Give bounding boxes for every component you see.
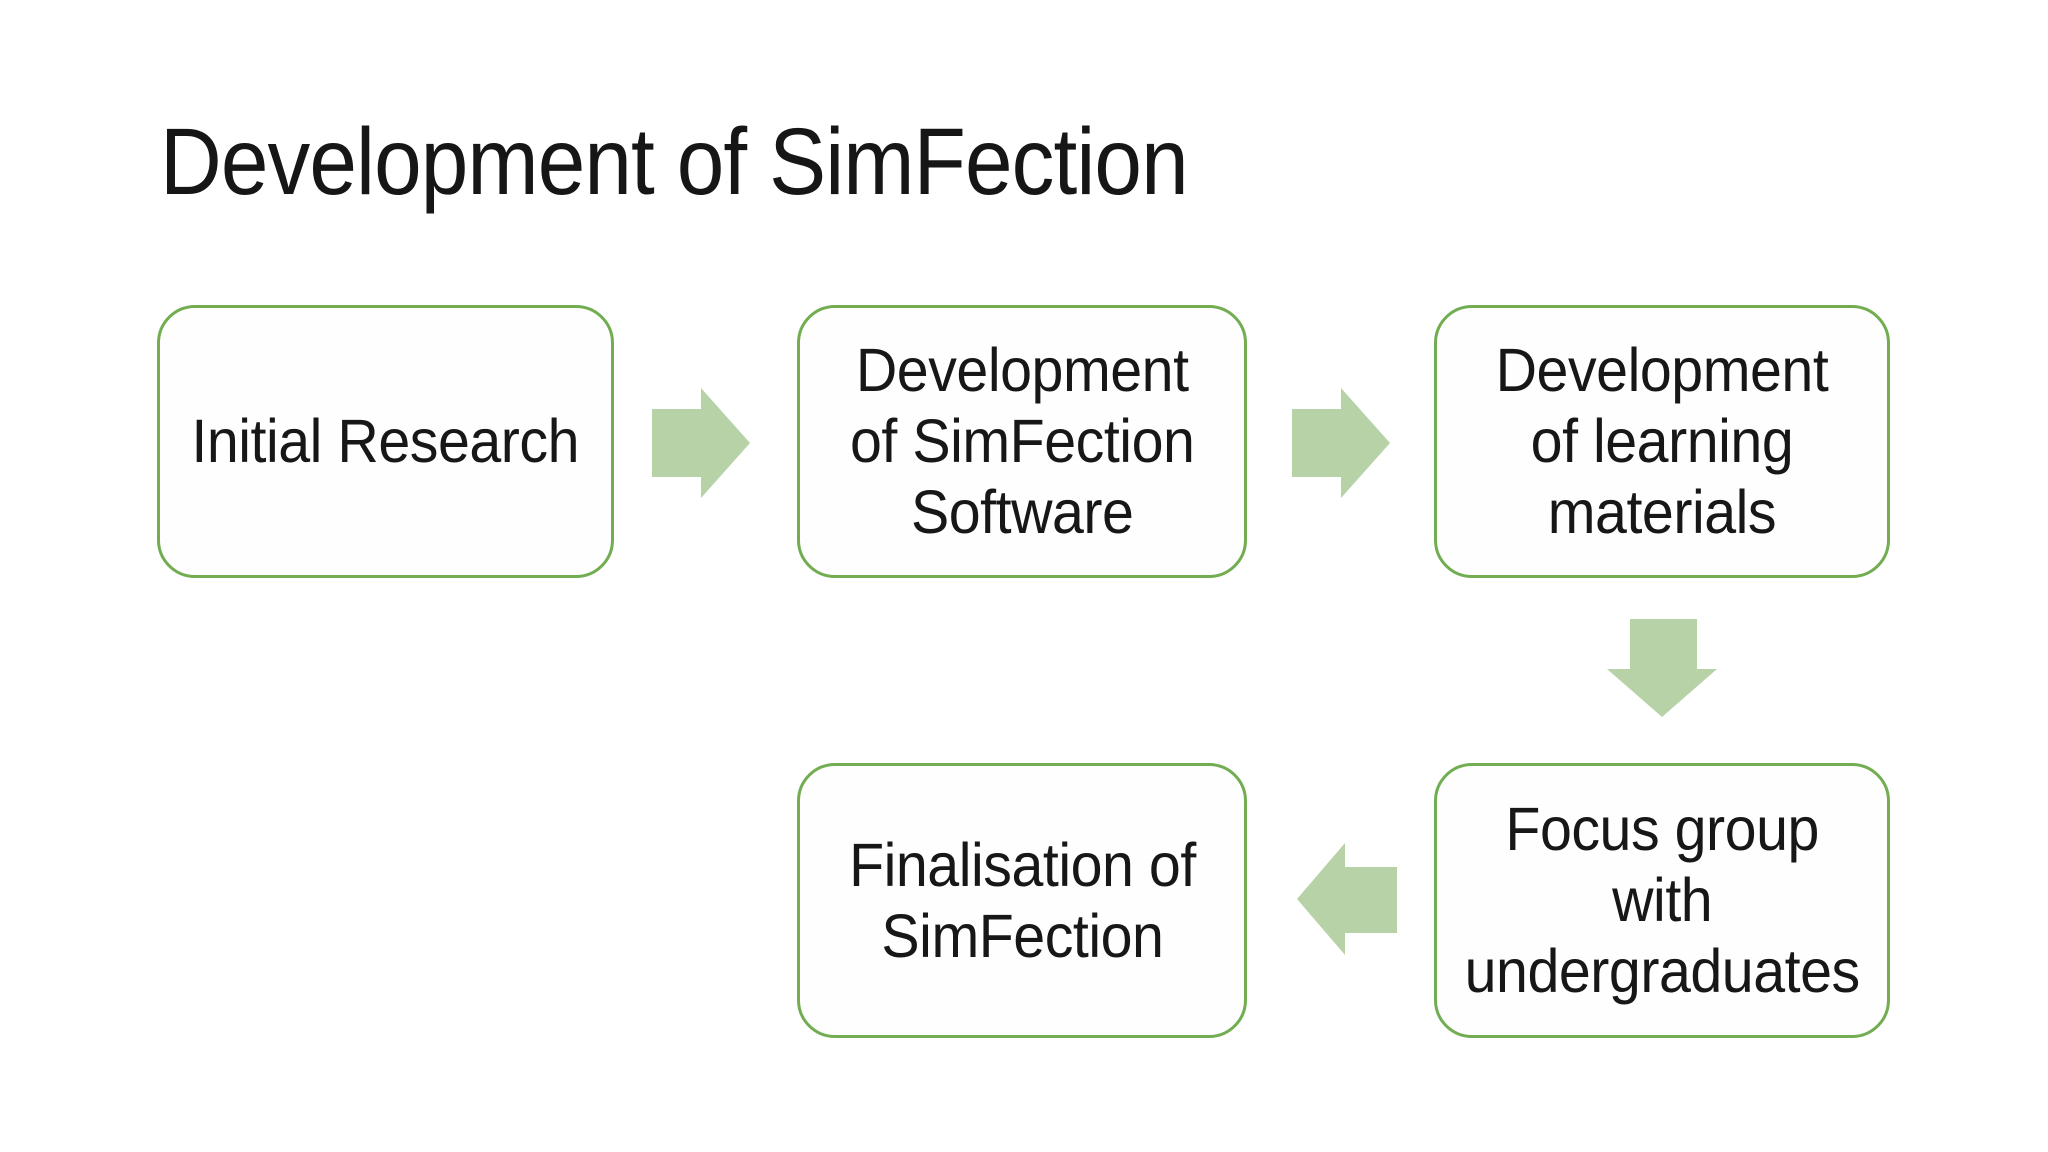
step-focus-group-label: Focus group with undergraduates	[1464, 795, 1860, 1005]
step-finalisation-label: Finalisation of SimFection	[848, 830, 1196, 970]
step-initial-research-label: Initial Research	[191, 407, 580, 476]
step-software-development-label: Development of SimFection Software	[849, 336, 1195, 546]
step-finalisation-box: Finalisation of SimFection	[797, 763, 1247, 1038]
right-arrow-icon	[1292, 388, 1390, 498]
page-title: Development of SimFection	[160, 109, 1189, 215]
step-initial-research-box: Initial Research	[157, 305, 614, 578]
right-arrow-icon	[652, 388, 750, 498]
step-learning-materials-label: Development of learning materials	[1495, 336, 1829, 546]
down-arrow-icon	[1607, 619, 1717, 717]
step-learning-materials-box: Development of learning materials	[1434, 305, 1890, 578]
step-focus-group-box: Focus group with undergraduates	[1434, 763, 1890, 1038]
left-arrow-icon	[1297, 843, 1397, 955]
step-software-development-box: Development of SimFection Software	[797, 305, 1247, 578]
